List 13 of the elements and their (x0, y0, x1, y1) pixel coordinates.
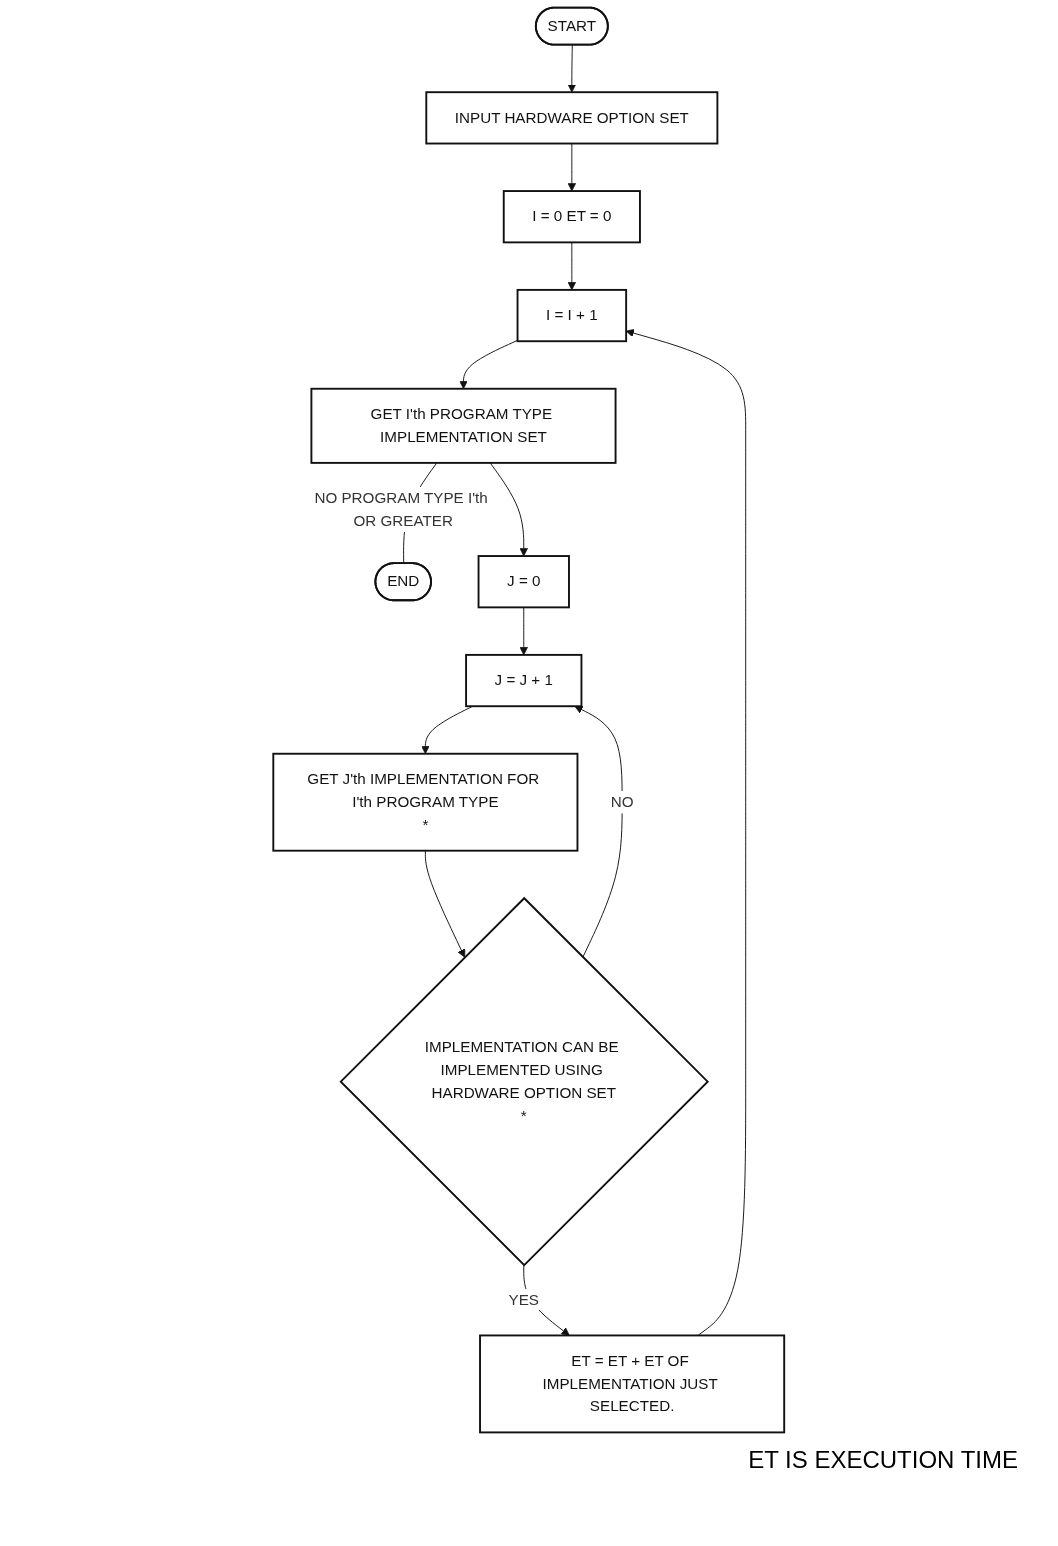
node-diamond: IMPLEMENTATION CAN BE IMPLEMENTED USING HARDWARE OPTION SET * (339, 896, 710, 1267)
edge-label: NO (610, 793, 634, 810)
node-box: ET = ET + ET OF IMPLEMENTATION JUST SELECTED. (479, 1334, 786, 1434)
edge-label: NO PROGRAM TYPE I'th OR GREATER (314, 489, 489, 529)
node-box: INPUT HARDWARE OPTION SET (425, 91, 719, 145)
node-box: GET I'th PROGRAM TYPE IMPLEMENTATION SET (310, 387, 617, 464)
node-box: I = I + 1 (516, 288, 628, 343)
node-box: GET J'th IMPLEMENTATION FOR I'th PROGRAM TYPE * (272, 752, 579, 852)
node-box: J = 0 (477, 555, 571, 609)
node-box: I = 0 ET = 0 (503, 190, 642, 244)
edge-label: YES (508, 1291, 540, 1308)
note-text: ET IS EXECUTION TIME (747, 1446, 1018, 1474)
node-box: J = J + 1 (465, 653, 583, 708)
